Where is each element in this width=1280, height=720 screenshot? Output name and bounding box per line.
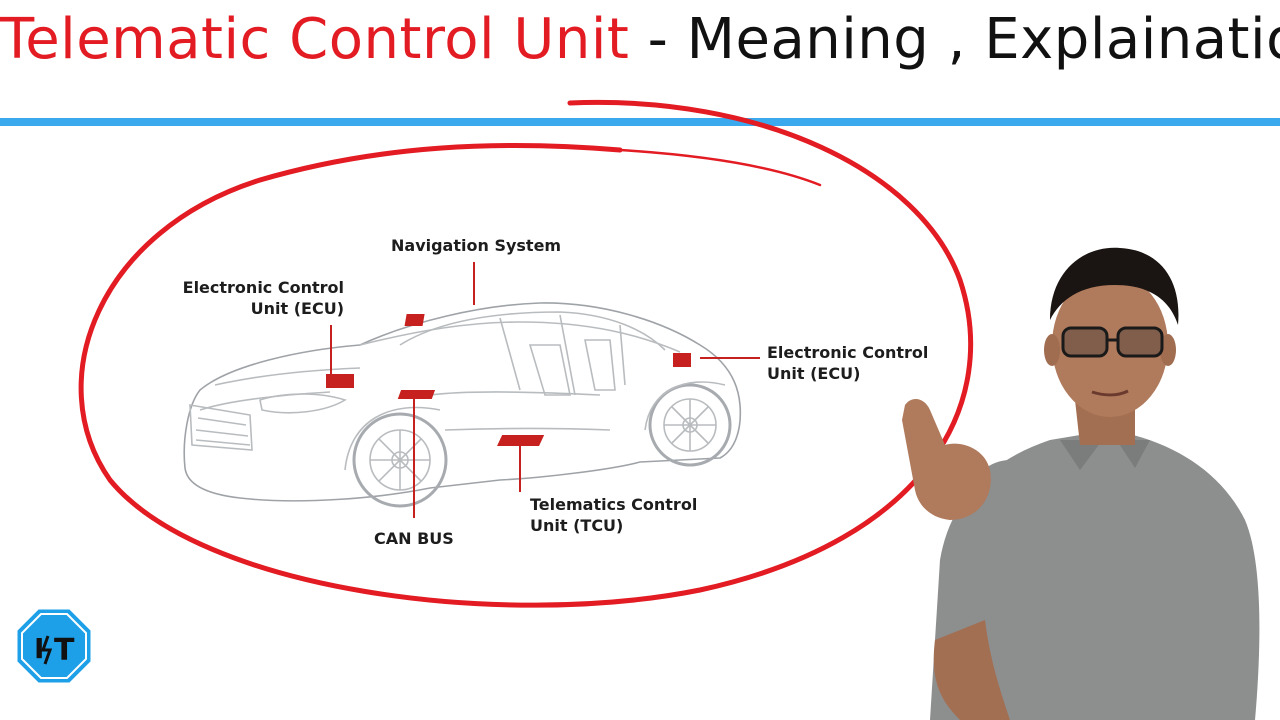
label-navigation-system: Navigation System bbox=[391, 236, 562, 255]
header-divider bbox=[0, 118, 1280, 126]
label-tcu-line2: Unit (TCU) bbox=[530, 516, 624, 535]
label-ecu-right-line1: Electronic Control bbox=[767, 343, 929, 362]
label-ecu-left: Electronic Control Unit (ECU) bbox=[168, 277, 344, 319]
label-ecu-right: Electronic Control Unit (ECU) bbox=[767, 342, 928, 384]
tcu-unit bbox=[497, 435, 545, 446]
title-highlight: Telematic Control Unit bbox=[0, 7, 630, 72]
ecu-front-unit bbox=[326, 374, 354, 388]
car-components bbox=[326, 314, 691, 446]
label-tcu: Telematics Control Unit (TCU) bbox=[530, 494, 697, 536]
presenter-photo bbox=[902, 247, 1260, 720]
logo-letter-t: T bbox=[54, 633, 75, 668]
label-ecu-left-line1: Electronic Control bbox=[182, 278, 344, 297]
page-title: Telematic Control Unit - Meaning , Expla… bbox=[0, 12, 1280, 68]
can-bus-unit bbox=[397, 390, 436, 399]
highlight-ellipse bbox=[78, 99, 974, 608]
logo-letter-i: I bbox=[34, 632, 44, 665]
label-can-bus: CAN BUS bbox=[374, 529, 454, 548]
leader-lines bbox=[330, 262, 760, 518]
label-tcu-line1: Telematics Control bbox=[530, 495, 698, 514]
car-illustration bbox=[183, 302, 742, 508]
label-ecu-right-line2: Unit (ECU) bbox=[767, 364, 861, 383]
stop-sign-logo-icon: I T bbox=[14, 606, 94, 686]
ecu-rear-unit bbox=[673, 353, 691, 367]
label-ecu-left-line2: Unit (ECU) bbox=[250, 299, 344, 318]
title-rest: - Meaning , Explaination bbox=[629, 7, 1280, 72]
navigation-unit bbox=[404, 314, 425, 326]
